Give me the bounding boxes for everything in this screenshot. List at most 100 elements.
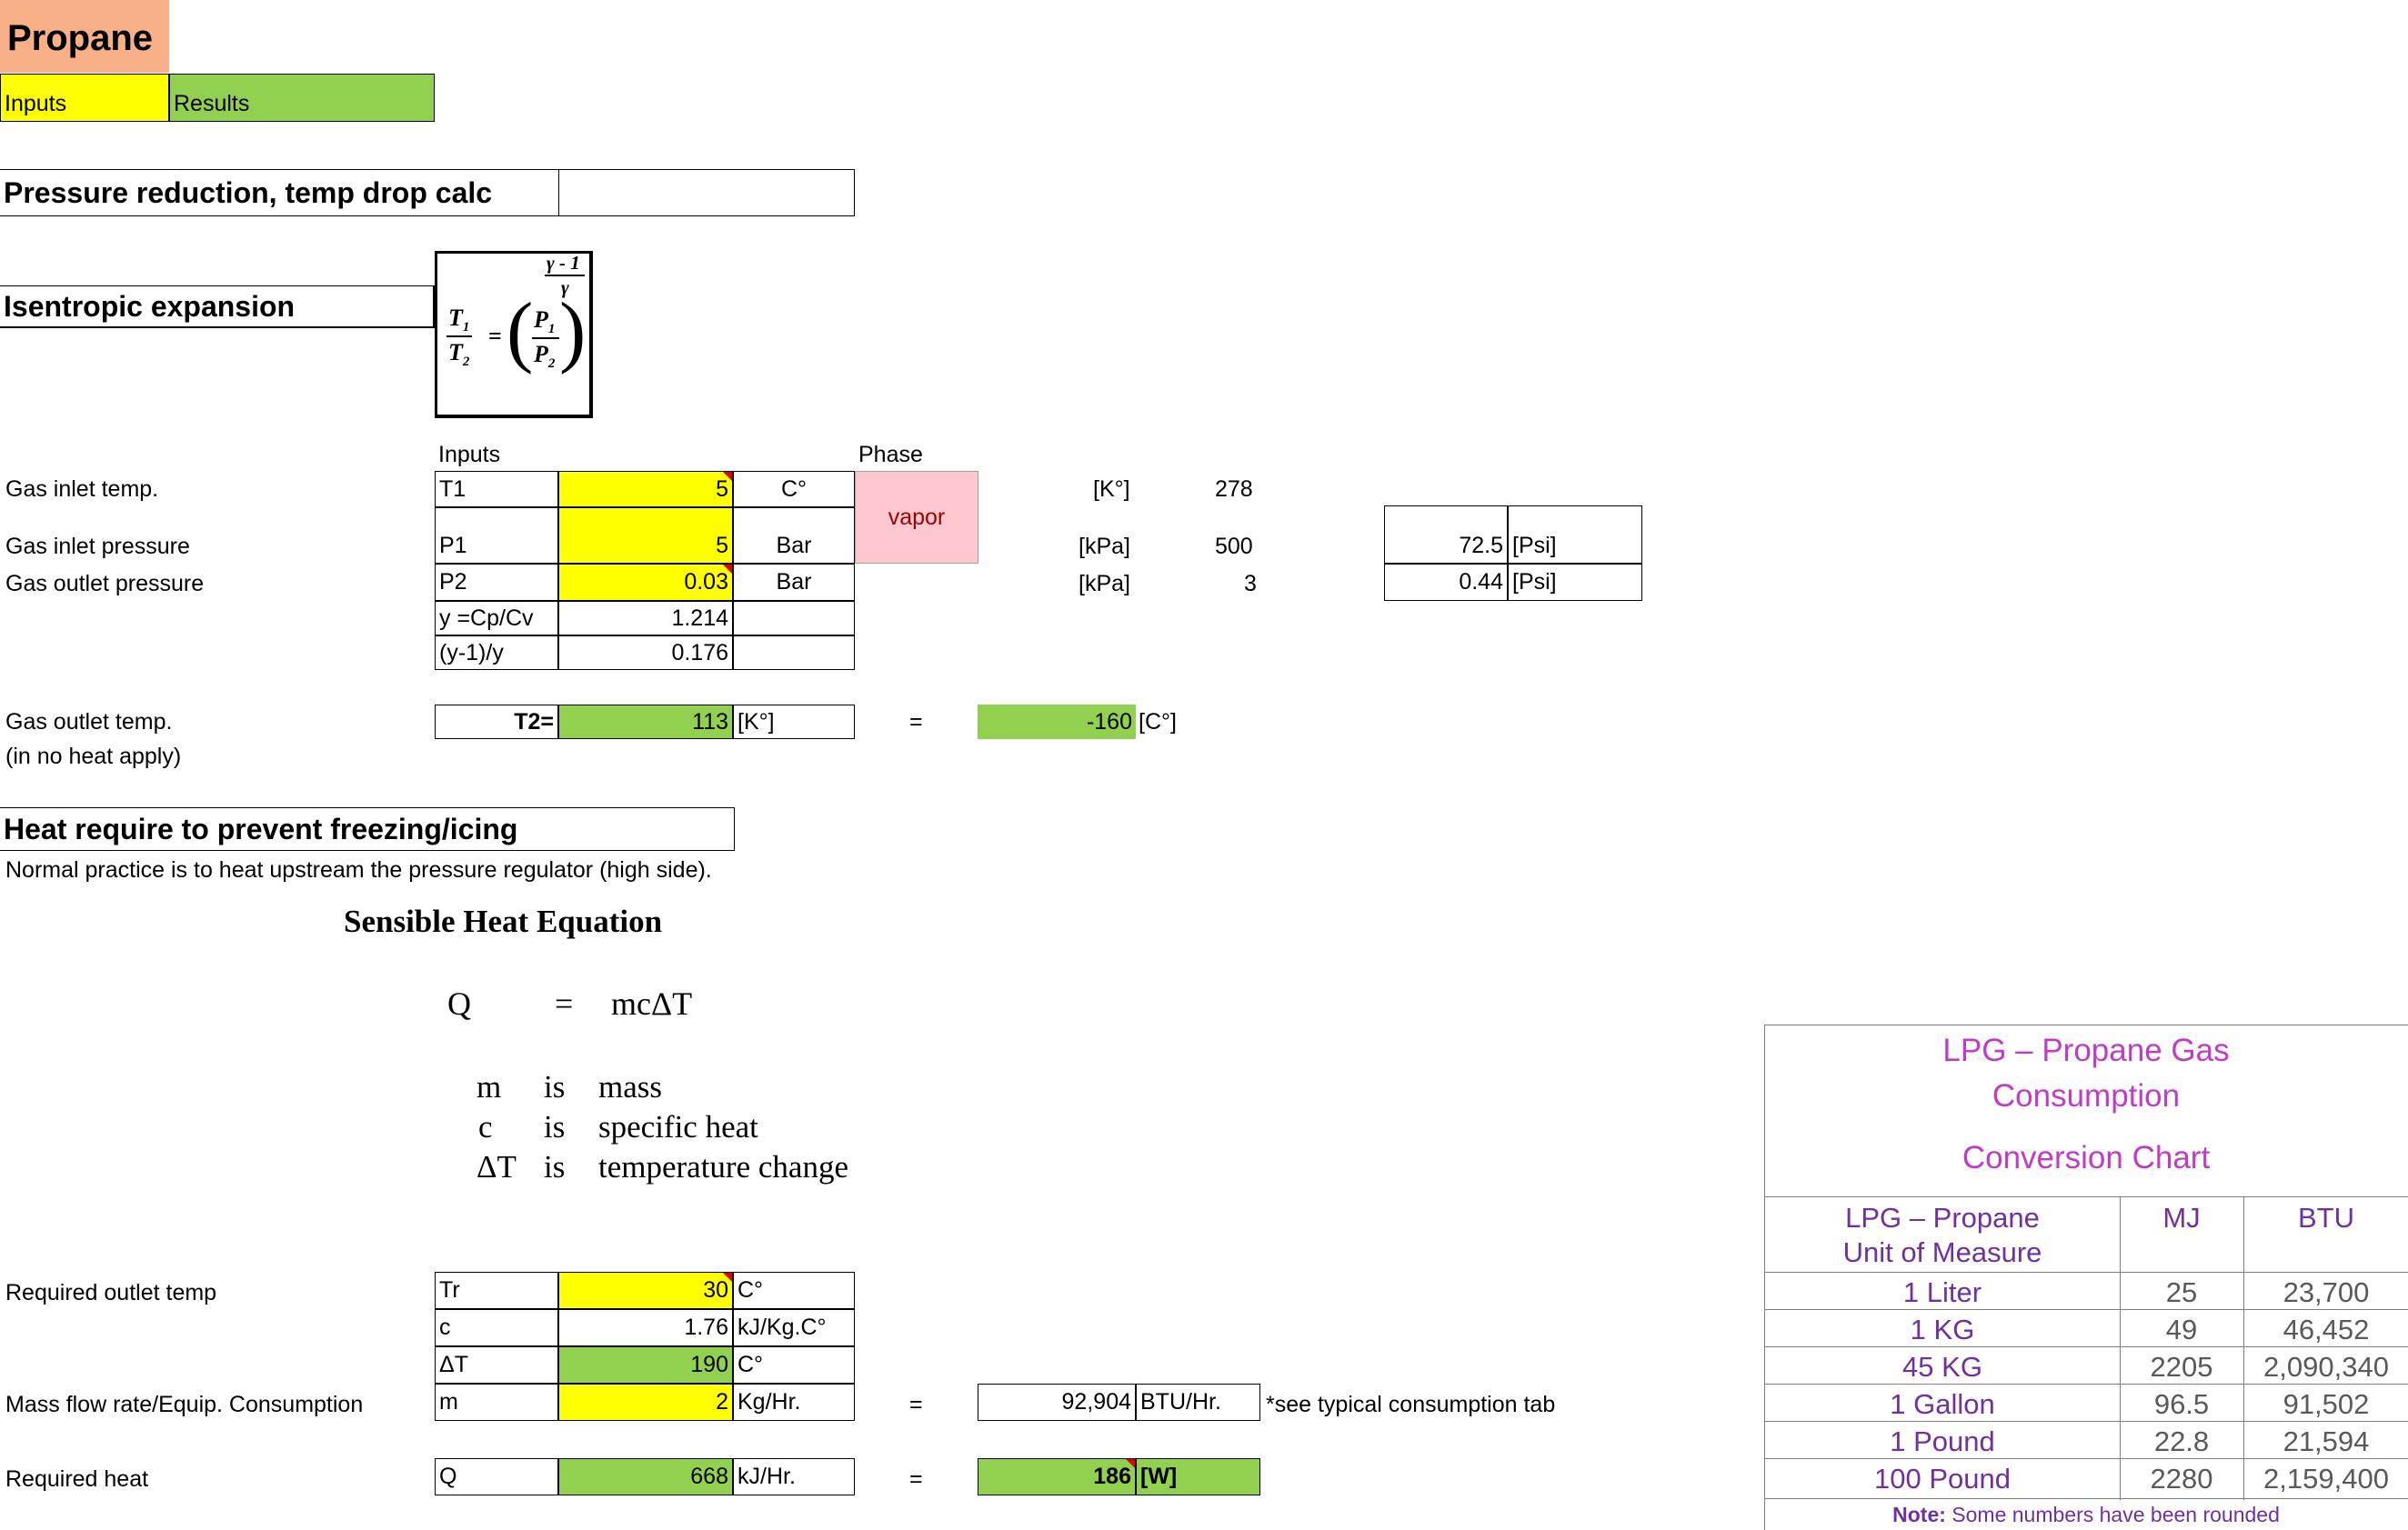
def-c-desc: specific heat [598, 1109, 758, 1145]
lpg-chart-title-1: LPG – Propane Gas [1942, 1033, 2230, 1068]
p2-unit: Bar [733, 564, 855, 601]
lpg-btu-5: 2,159,400 [2263, 1463, 2389, 1495]
p1-kpa-unit: [kPa] [1079, 534, 1130, 559]
lpg-unit-4: 1 Pound [1890, 1425, 1995, 1457]
lpg-unit-5: 100 Pound [1874, 1463, 2011, 1495]
lpg-col3-header: BTU [2298, 1202, 2354, 1234]
lpg-row-0: 1 Liter 25 23,700 [1765, 1273, 2408, 1310]
p1-sym-cell: P1 [435, 507, 558, 564]
phase-value: vapor [855, 471, 978, 564]
dt-unit: C° [733, 1346, 855, 1384]
lpg-col1-header-1: LPG – Propane [1845, 1202, 2040, 1234]
c-sym-cell: c [435, 1309, 558, 1346]
isentropic-title: Isentropic expansion [0, 285, 435, 328]
btu-unit: BTU/Hr. [1136, 1384, 1260, 1421]
gamma-sym-cell: y =Cp/Cv [435, 601, 558, 635]
lpg-row-2: 45 KG 2205 2,090,340 [1765, 1347, 2408, 1385]
m-input[interactable]: 2 [558, 1384, 733, 1421]
t2-celsius-unit: [C°] [1139, 709, 1177, 735]
eq-q: Q [447, 985, 471, 1022]
tr-input[interactable]: 30 [558, 1272, 733, 1309]
q-sym-cell: Q [435, 1458, 558, 1495]
outlet-temp-label: Gas outlet temp. [5, 709, 173, 735]
m-equals: = [909, 1392, 923, 1417]
gamma-exp-sym-cell: (y-1)/y [435, 635, 558, 670]
lpg-row-5: 100 Pound 2280 2,159,400 [1765, 1459, 2408, 1499]
formula-open-paren: ( [507, 287, 534, 375]
lpg-chart: LPG – Propane Gas Consumption Conversion… [1764, 1025, 2408, 1530]
lpg-unit-2: 45 KG [1902, 1351, 1982, 1383]
lpg-mj-3: 96.5 [2153, 1388, 2210, 1420]
q-result: 668 [558, 1458, 733, 1495]
formula-t2: T2 [448, 339, 470, 370]
label-required-heat: Required heat [5, 1466, 149, 1492]
formula-exp-den: γ [561, 276, 569, 298]
legend-results: Results [169, 74, 435, 122]
label-mass-flow: Mass flow rate/Equip. Consumption [5, 1392, 364, 1417]
lpg-btu-2: 2,090,340 [2263, 1351, 2389, 1383]
def-c-is: is [544, 1109, 566, 1145]
eq-rhs: mcΔT [611, 985, 693, 1022]
lpg-mj-1: 49 [2165, 1314, 2198, 1345]
gamma-exp-value: 0.176 [558, 635, 733, 670]
m-sym-cell: m [435, 1384, 558, 1421]
lpg-col-divider-2 [2243, 1196, 2244, 1500]
def-c-sym: c [478, 1109, 493, 1145]
p2-psi-unit: [Psi] [1508, 564, 1642, 601]
t1-kelvin-value: 278 [1215, 476, 1253, 502]
p2-kpa-unit: [kPa] [1079, 571, 1130, 596]
sensible-heat-title: Sensible Heat Equation [344, 904, 663, 939]
lpg-mj-5: 2280 [2150, 1463, 2213, 1495]
q-unit: kJ/Hr. [733, 1458, 855, 1495]
lpg-row-1: 1 KG 49 46,452 [1765, 1310, 2408, 1347]
formula-p1: P1 [534, 306, 556, 337]
dt-result: 190 [558, 1346, 733, 1384]
t1-input[interactable]: 5 [558, 471, 733, 507]
lpg-unit-0: 1 Liter [1902, 1276, 1982, 1308]
def-m-is: is [544, 1069, 566, 1105]
c-value: 1.76 [558, 1309, 733, 1346]
label-gas-outlet-pressure: Gas outlet pressure [5, 571, 205, 596]
t1-unit: C° [733, 471, 855, 507]
t2-sym-cell: T2= [435, 705, 558, 739]
label-gas-inlet-temp: Gas inlet temp. [5, 476, 159, 502]
t2-kelvin-result: 113 [558, 705, 733, 739]
p2-input[interactable]: 0.03 [558, 564, 733, 601]
section-title-pressure: Pressure reduction, temp drop calc [0, 169, 558, 216]
def-dt-sym: ΔT [477, 1149, 517, 1185]
outlet-temp-sublabel: (in no heat apply) [5, 744, 182, 769]
q-equals: = [909, 1466, 923, 1492]
title-cell [0, 0, 169, 73]
lpg-unit-3: 1 Gallon [1890, 1388, 1995, 1420]
p1-psi-value: 72.5 [1384, 505, 1508, 564]
m-unit: Kg/Hr. [733, 1384, 855, 1421]
lpg-unit-1: 1 KG [1910, 1314, 1975, 1345]
lpg-mj-2: 2205 [2150, 1351, 2213, 1383]
watt-result: 186 [978, 1458, 1136, 1495]
btu-result: 92,904 [978, 1384, 1136, 1421]
p2-psi-value: 0.44 [1384, 564, 1508, 601]
formula-close-paren: ) [559, 287, 587, 375]
heat-section-title: Heat require to prevent freezing/icing [0, 807, 735, 851]
label-required-outlet-temp: Required outlet temp [5, 1280, 217, 1305]
t1-sym-cell: T1 [435, 471, 558, 507]
formula-exponent-line [545, 275, 585, 276]
tr-sym-cell: Tr [435, 1272, 558, 1309]
lpg-note: Note: Some numbers have been rounded [1892, 1503, 2280, 1526]
p1-kpa-value: 500 [1215, 534, 1253, 559]
t2-celsius-result: -160 [978, 705, 1136, 739]
p1-psi-unit: [Psi] [1508, 505, 1642, 564]
def-m-desc: mass [598, 1069, 662, 1105]
def-dt-desc: temperature change [598, 1149, 848, 1185]
p2-kpa-value: 3 [1244, 571, 1257, 596]
p2-sym-cell: P2 [435, 564, 558, 601]
lpg-mj-0: 25 [2165, 1276, 2198, 1308]
dt-sym-cell: ΔT [435, 1346, 558, 1384]
formula-p2: P2 [534, 341, 556, 372]
formula-p-fraction-line [532, 337, 559, 339]
lpg-btu-4: 21,594 [2283, 1425, 2370, 1457]
gamma-value: 1.214 [558, 601, 733, 635]
p1-input[interactable]: 5 [558, 507, 733, 564]
inputs-header: Inputs [438, 442, 501, 467]
page-title: Propane [7, 18, 154, 58]
